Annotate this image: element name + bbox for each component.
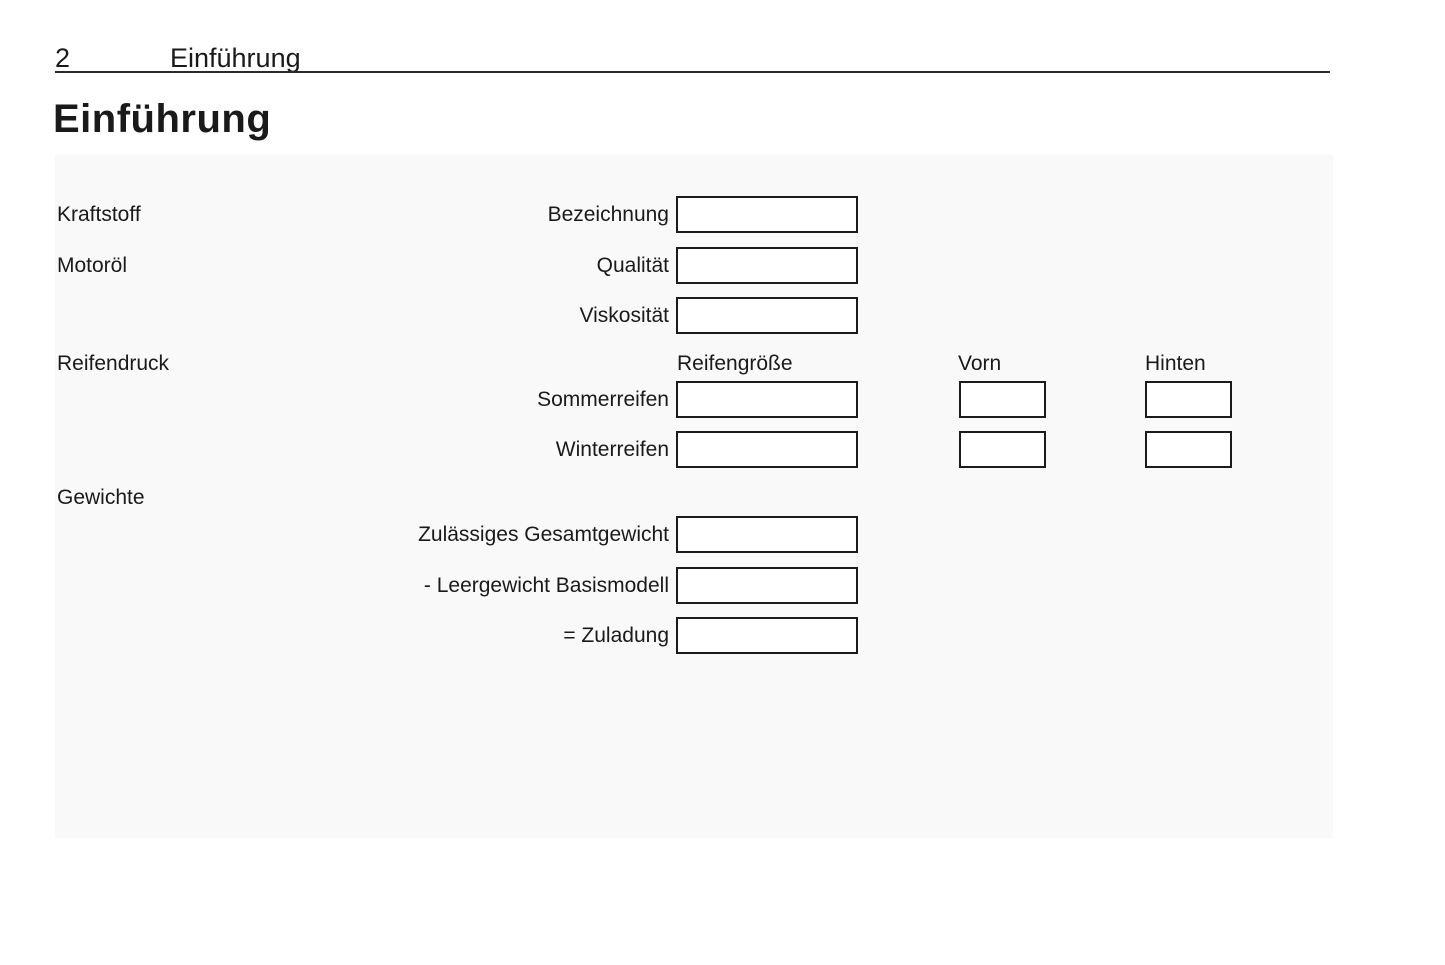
quality-label: Qualität [596,254,669,277]
section-label-engine-oil: Motoröl [57,254,128,277]
viscosity-field[interactable] [676,297,858,334]
section-label-weights: Gewichte [57,486,145,509]
designation-label: Bezeichnung [547,203,669,226]
winter-front-pressure-field[interactable] [959,431,1046,468]
designation-field[interactable] [676,196,858,233]
gross-weight-label: Zulässiges Gesamtgewicht [418,523,669,546]
column-header-front: Vorn [958,352,1002,375]
quality-field[interactable] [676,247,858,284]
page-number: 2 [55,43,71,73]
page-title: Einführung [53,97,272,141]
winter-tires-label: Winterreifen [555,438,669,461]
curb-weight-field[interactable] [676,567,858,604]
winter-tire-size-field[interactable] [676,431,858,468]
gross-weight-field[interactable] [676,516,858,553]
summer-front-pressure-field[interactable] [959,381,1046,418]
viscosity-label: Viskosität [579,304,670,327]
payload-label: = Zuladung [563,624,669,647]
summer-tire-size-field[interactable] [676,381,858,418]
section-label-fuel: Kraftstoff [57,203,141,226]
curb-weight-label: - Leergewicht Basismodell [423,574,669,597]
column-header-rear: Hinten [1145,352,1206,375]
summer-rear-pressure-field[interactable] [1145,381,1232,418]
running-header-chapter: Einführung [170,43,301,73]
summer-tires-label: Sommerreifen [537,388,669,411]
header-divider [55,71,1330,73]
winter-rear-pressure-field[interactable] [1145,431,1232,468]
payload-field[interactable] [676,617,858,654]
column-header-tire-size: Reifengröße [677,352,793,375]
section-label-tire-pressure: Reifendruck [57,352,170,375]
